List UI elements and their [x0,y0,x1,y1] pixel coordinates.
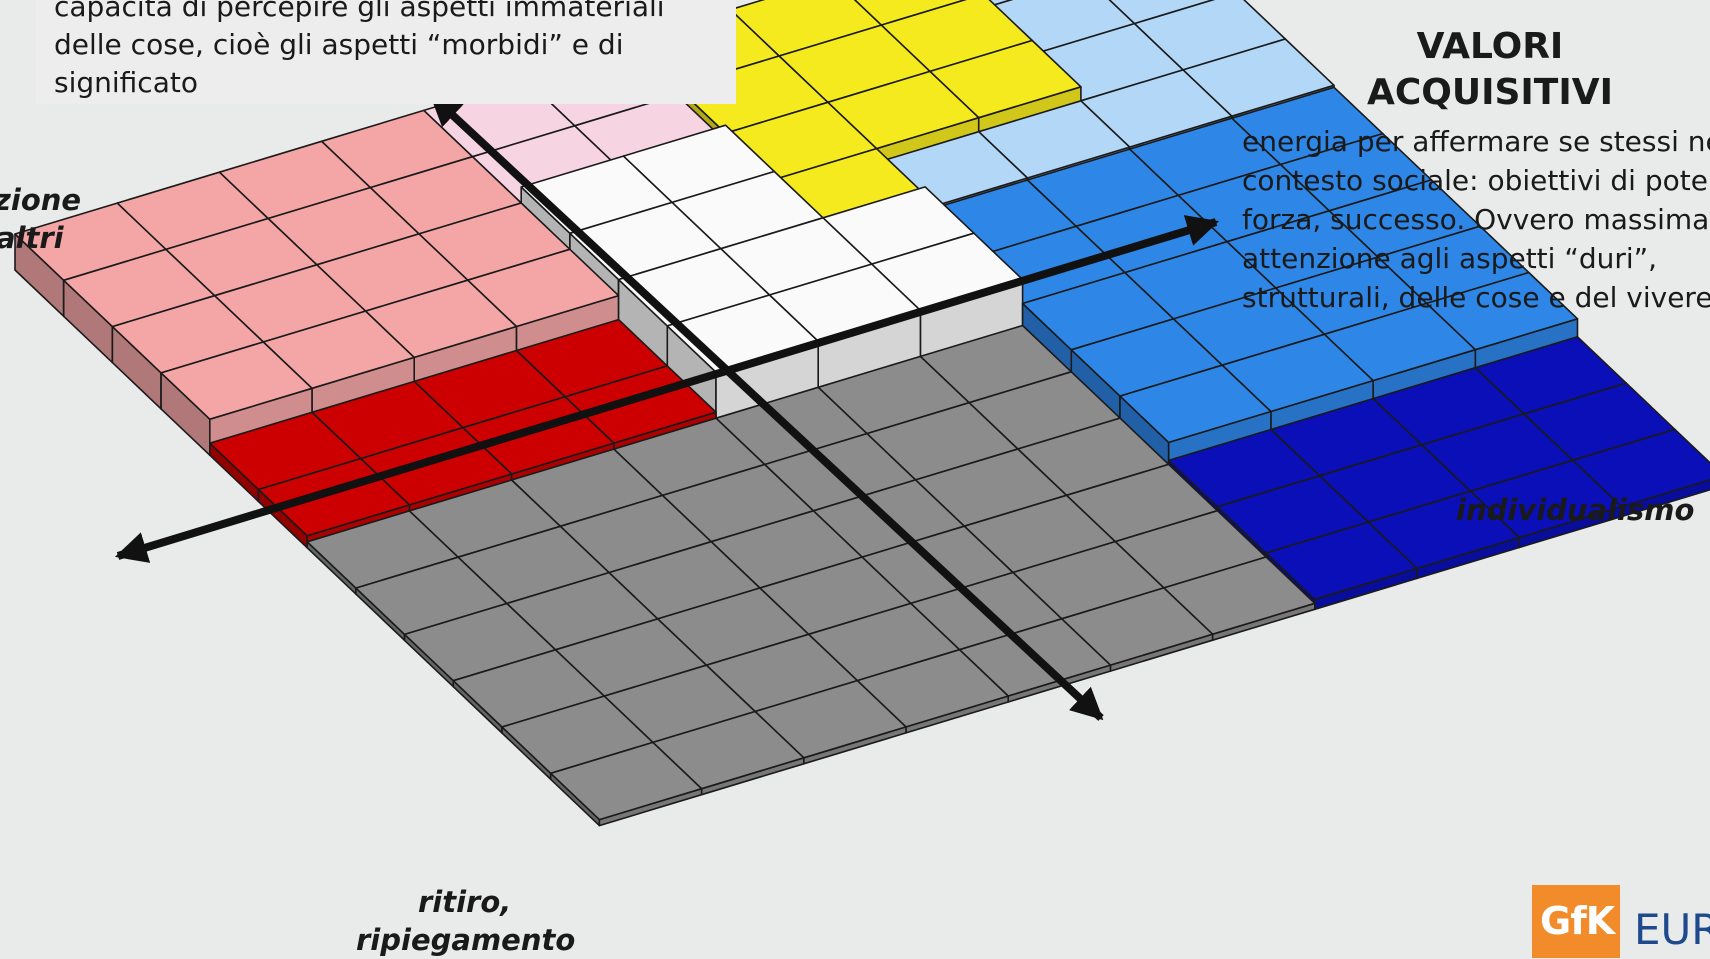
right-axis-label: individualismo [1456,493,1695,527]
description-line-2: contesto sociale: obiettivi di potere, [1242,164,1710,197]
tile-top [549,741,703,821]
tile-top [1265,521,1418,601]
description-line-4: attenzione agli aspetti “duri”, [1242,242,1658,275]
quadrant-title-line-2: ACQUISITIVI [1366,72,1614,113]
top-text-line-1: capacità di percepire gli aspetti immate… [54,0,665,23]
left-axis-label-line-1: zione [0,183,82,217]
gfk-logo: GfK [1532,885,1620,958]
top-text-line-3: significato [54,66,198,99]
top-text-box [36,0,736,104]
axes [114,93,1220,721]
description-line-1: energia per affermare se stessi nel [1242,125,1710,158]
description-line-3: forza, successo. Ovvero massima [1242,203,1710,236]
top-text-line-2: delle cose, cioè gli aspetti “morbidi” e… [54,28,624,61]
left-axis-label-line-2: altri [0,221,64,255]
bottom-axis-label-line-1: ritiro, [418,885,512,919]
description-line-5: strutturali, delle cose e del vivere [1242,281,1710,314]
horizontal-axis-arrow [114,215,1220,563]
quadrant-title-line-1: VALORI [1416,26,1564,67]
bottom-axis-label-line-2: ripiegamento [356,923,576,957]
brand-text: EUR [1634,905,1710,954]
gfk-logo-text: GfK [1540,899,1615,943]
